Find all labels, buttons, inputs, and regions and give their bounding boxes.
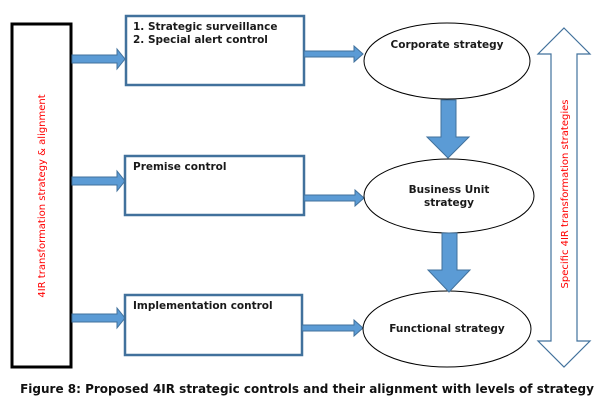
control-box-1-frame <box>124 14 306 87</box>
arrow-to-functional <box>301 318 364 338</box>
control-box-1: 1. Strategic surveillance 2. Special ale… <box>124 14 306 87</box>
control-box-2: Premise control <box>123 154 306 217</box>
strategy-functional-label: Functional strategy <box>389 323 505 335</box>
arrow-corporate-to-business <box>425 99 471 159</box>
control-box-3: Implementation control <box>123 293 304 357</box>
left-bar: 4IR transformation strategy & alignment <box>10 22 73 369</box>
arrow-to-control-3 <box>71 306 126 330</box>
strategy-business-unit: Business Unit strategy <box>363 158 535 234</box>
strategy-functional: Functional strategy <box>362 290 532 368</box>
strategy-functional-ellipse <box>362 290 532 368</box>
arrow-business-to-functional <box>426 232 472 293</box>
double-arrow-shape <box>536 27 592 368</box>
control-box-2-line-1: Premise control <box>133 161 227 173</box>
strategy-business-unit-line-1: Business Unit <box>409 184 490 196</box>
arrow-to-business-unit <box>303 188 365 208</box>
right-double-arrow: Specific 4IR transformation strategies <box>536 27 592 368</box>
right-arrow-label: Specific 4IR transformation strategies <box>560 100 571 289</box>
down-arrows <box>425 99 472 293</box>
strategy-business-unit-ellipse <box>363 158 535 234</box>
left-bar-label: 4IR transformation strategy & alignment <box>37 94 48 297</box>
left-arrows <box>71 47 126 330</box>
control-box-3-line-1: Implementation control <box>133 300 273 312</box>
control-box-1-line-1: 1. Strategic surveillance <box>133 21 278 33</box>
strategy-corporate: Corporate strategy <box>363 22 531 100</box>
strategy-corporate-label: Corporate strategy <box>391 39 504 51</box>
arrow-to-control-1 <box>71 47 126 71</box>
right-arrows <box>301 44 365 338</box>
control-box-2-frame <box>123 154 306 217</box>
arrow-to-control-2 <box>71 169 126 193</box>
control-box-1-line-2: 2. Special alert control <box>133 34 268 46</box>
left-bar-box <box>10 22 73 369</box>
figure-caption: Figure 8: Proposed 4IR strategic control… <box>20 382 594 396</box>
strategy-business-unit-line-2: strategy <box>424 197 474 209</box>
strategy-corporate-ellipse <box>363 22 531 100</box>
arrow-to-corporate <box>303 44 364 64</box>
